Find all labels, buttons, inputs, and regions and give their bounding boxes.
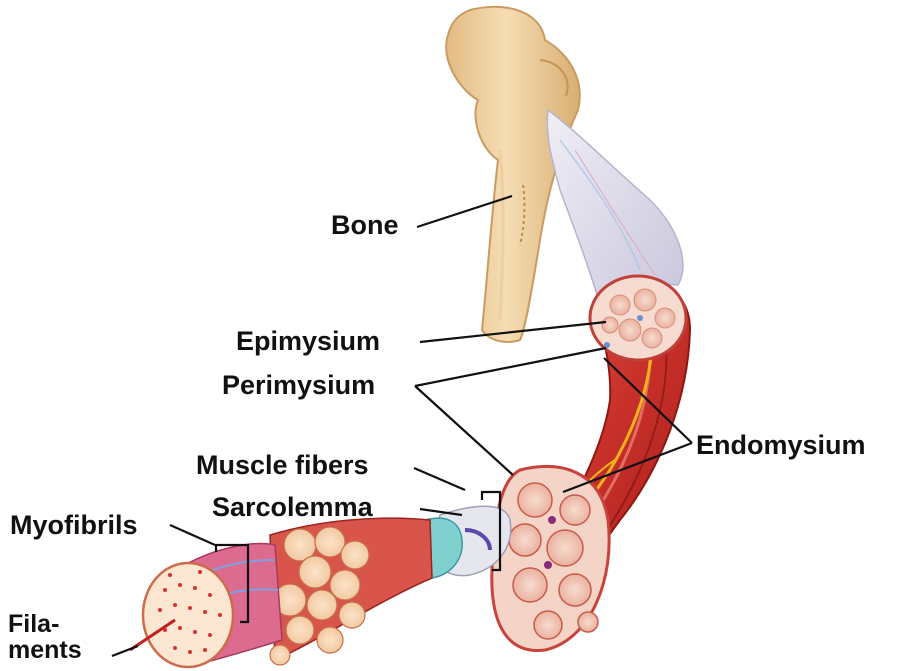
- muscle-fibers-leader: [414, 468, 465, 490]
- sarcolemma-label: Sarcolemma: [212, 494, 373, 521]
- perimysium-label: Perimysium: [222, 372, 375, 399]
- myofibrils-leader: [170, 525, 215, 545]
- myofibril-bundle-drawing: [270, 518, 432, 665]
- bone-label: Bone: [331, 212, 399, 239]
- endomysium-label: Endomysium: [696, 432, 866, 459]
- filaments-leader: [112, 646, 138, 656]
- fascicle-drawing: [492, 467, 609, 651]
- tendon-drawing: [547, 110, 683, 305]
- epimysium-label: Epimysium: [236, 328, 380, 355]
- myofibrils-label: Myofibrils: [10, 512, 138, 539]
- perimysium-leader-b: [415, 386, 513, 475]
- muscle-fibers-label: Muscle fibers: [196, 452, 369, 479]
- myofibril-drawing: [130, 544, 282, 667]
- perimysium-leader-a: [415, 348, 606, 386]
- filaments-label-line1: Fila-: [8, 612, 59, 636]
- filaments-label-line2: ments: [8, 638, 82, 662]
